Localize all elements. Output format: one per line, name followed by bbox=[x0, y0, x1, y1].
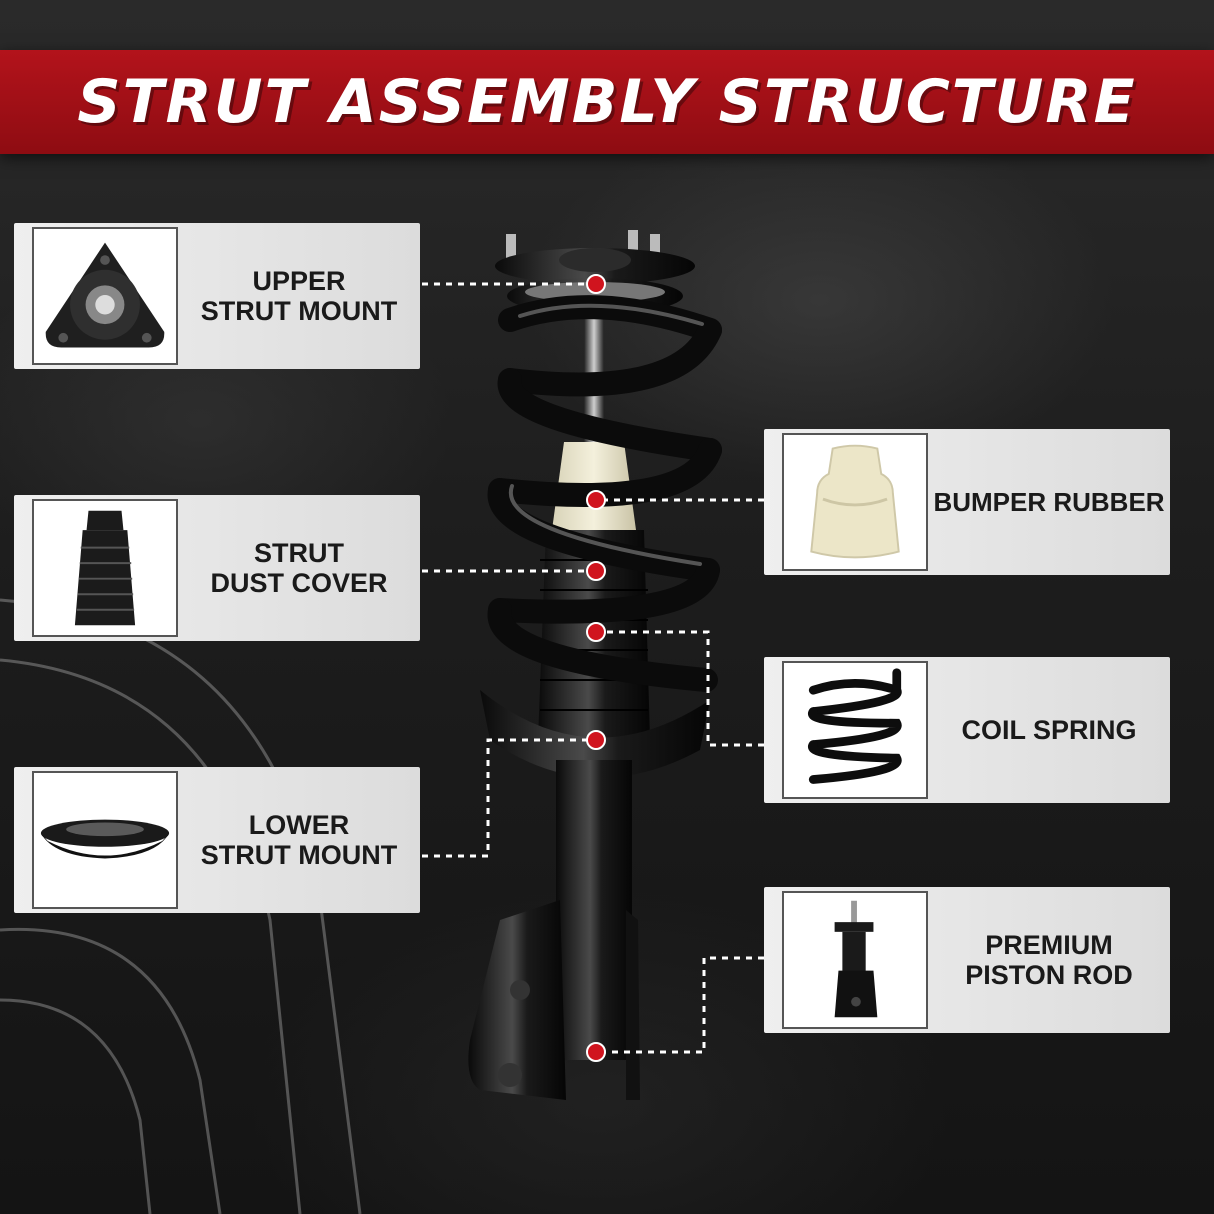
dust-cover-icon bbox=[32, 499, 178, 637]
card-coil-spring: COIL SPRING bbox=[764, 657, 1170, 803]
card-strut-dust-cover: STRUT DUST COVER bbox=[14, 495, 420, 641]
card-lower-strut-mount: LOWER STRUT MOUNT bbox=[14, 767, 420, 913]
strut-assembly-illustration bbox=[468, 230, 722, 1100]
marker-dots bbox=[586, 274, 606, 1062]
bumper-rubber-label: BUMPER RUBBER bbox=[933, 487, 1165, 517]
lower-strut-mount-label: LOWER STRUT MOUNT bbox=[200, 810, 398, 870]
upper-strut-mount-label: UPPER STRUT MOUNT bbox=[200, 266, 398, 326]
card-bumper-rubber: BUMPER RUBBER bbox=[764, 429, 1170, 575]
page-title: STRUT ASSEMBLY STRUCTURE bbox=[77, 67, 1137, 137]
coil-spring-icon bbox=[782, 661, 928, 799]
card-premium-piston-rod: PREMIUM PISTON ROD bbox=[764, 887, 1170, 1033]
coil-spring-label: COIL SPRING bbox=[961, 715, 1137, 745]
lower-strut-mount-icon bbox=[32, 771, 178, 909]
upper-strut-mount-icon bbox=[32, 227, 178, 365]
card-upper-strut-mount: UPPER STRUT MOUNT bbox=[14, 223, 420, 369]
title-banner: STRUT ASSEMBLY STRUCTURE bbox=[0, 50, 1214, 154]
piston-rod-icon bbox=[782, 891, 928, 1029]
strut-dust-cover-label: STRUT DUST COVER bbox=[210, 538, 388, 598]
premium-piston-rod-label: PREMIUM PISTON ROD bbox=[965, 930, 1133, 990]
bumper-rubber-icon bbox=[782, 433, 928, 571]
